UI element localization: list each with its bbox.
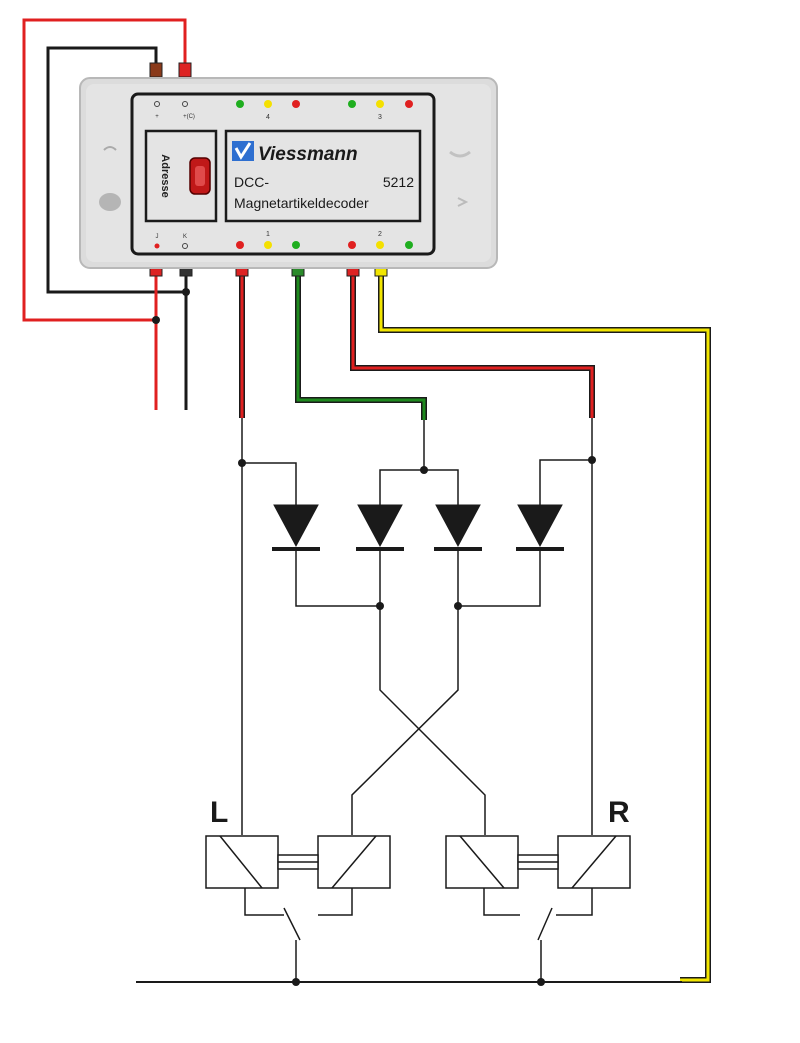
- terminal-label-plus-c: +(C): [183, 114, 195, 120]
- group-label-3: 3: [378, 114, 382, 121]
- diode-symbol: [517, 504, 563, 548]
- diode-symbol: [357, 504, 403, 548]
- terminal-label-j: J: [156, 234, 159, 240]
- led-green: [292, 241, 300, 249]
- junction-dot: [420, 466, 428, 474]
- yellow-return-wire: [378, 270, 711, 983]
- junctions: [238, 456, 596, 986]
- brand-box: [224, 129, 422, 223]
- address-box: [144, 129, 218, 223]
- junction-dot: [537, 978, 545, 986]
- terminal-label-plus: +: [155, 114, 159, 120]
- led-yellow: [376, 241, 384, 249]
- led-green: [405, 241, 413, 249]
- diode-symbol: [273, 504, 319, 548]
- junction-dot: [152, 316, 160, 324]
- red-feed-wire: [22, 18, 187, 322]
- terminal-label-k: K: [183, 234, 187, 240]
- group-label-1: 1: [266, 231, 270, 238]
- coil-r2: [557, 835, 631, 889]
- group-label-2: 2: [378, 231, 382, 238]
- decoder-module: Adresse Viessmann DCC- 5212 Magnetartike…: [79, 62, 498, 277]
- output-common-green-wire: [295, 270, 427, 420]
- led-green: [348, 100, 356, 108]
- coils: [205, 835, 631, 889]
- led-red: [405, 100, 413, 108]
- junction-dot: [238, 459, 246, 467]
- decoder-line1: DCC-: [234, 174, 269, 190]
- junction-dot: [376, 602, 384, 610]
- coil-label-right: R: [608, 796, 630, 829]
- mount-hole-icon: [99, 193, 121, 211]
- led-yellow: [264, 100, 272, 108]
- mount-mark-icon: [457, 197, 469, 207]
- led-red: [292, 100, 300, 108]
- group-label-4: 4: [266, 114, 270, 121]
- led-red: [236, 241, 244, 249]
- decoder-panel: [130, 92, 436, 256]
- junction-dot: [292, 978, 300, 986]
- power-feed-wires: [22, 18, 190, 410]
- junction-dot: [588, 456, 596, 464]
- terminal-top-red[interactable]: [178, 62, 192, 78]
- mount-mark-icon: [103, 146, 117, 151]
- output-2-red-wire: [350, 270, 595, 418]
- terminal-top-black[interactable]: [149, 62, 163, 78]
- address-label: Adresse: [159, 154, 171, 197]
- decoder-line2: Magnetartikeldecoder: [234, 195, 369, 211]
- circuit: [136, 418, 682, 983]
- output-wires: [239, 270, 711, 983]
- led-yellow: [264, 241, 272, 249]
- junction-dot: [454, 602, 462, 610]
- coil-l1: [205, 835, 279, 889]
- led-yellow: [376, 100, 384, 108]
- coil-label-left: L: [210, 796, 228, 829]
- junction-dot: [182, 288, 190, 296]
- black-feed-wire: [46, 46, 186, 294]
- diode-symbol: [435, 504, 481, 548]
- diodes: [272, 504, 564, 551]
- brand-name: Viessmann: [258, 144, 358, 165]
- led-red: [348, 241, 356, 249]
- decoder-model: 5212: [383, 174, 414, 190]
- led-green: [236, 100, 244, 108]
- mount-mark-icon: [449, 150, 471, 158]
